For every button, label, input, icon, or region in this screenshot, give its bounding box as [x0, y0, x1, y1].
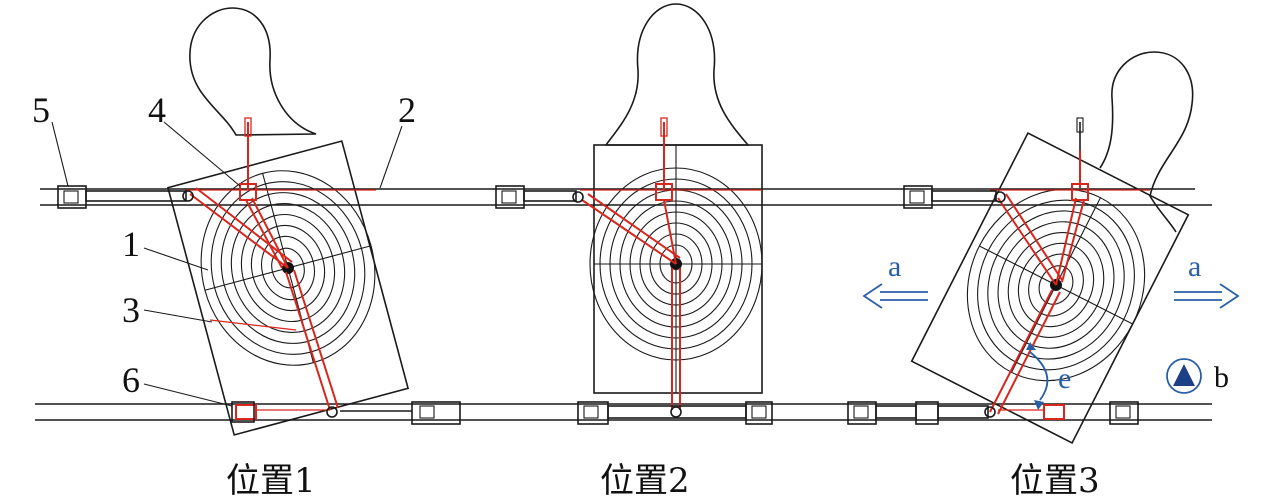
view-symbol-b — [1166, 358, 1202, 394]
right-direction-arrow — [1174, 283, 1240, 309]
direction-label-right: a — [1188, 250, 1201, 283]
rotation-label-e: e — [1058, 362, 1071, 395]
left-direction-arrow — [862, 283, 928, 309]
part-label-1: 1 — [122, 224, 140, 264]
lower-rail — [35, 403, 1212, 421]
linkage-2 — [580, 117, 762, 410]
silhouette-head-2 — [604, 3, 750, 146]
part-label-5: 5 — [32, 90, 50, 130]
position-1-assembly — [57, 7, 461, 436]
caption-position-2: 位置2 — [600, 461, 690, 501]
leader-lines — [51, 121, 403, 407]
caption-position-3: 位置3 — [1010, 461, 1100, 501]
linkage-3 — [989, 117, 1150, 420]
direction-label-left: a — [888, 250, 901, 283]
part-label-6: 6 — [122, 360, 140, 400]
view-label-b: b — [1214, 361, 1229, 394]
rotation-arrow-e — [1029, 351, 1049, 401]
part-label-4: 4 — [148, 90, 166, 130]
silhouette-head-1 — [189, 7, 317, 136]
part-label-3: 3 — [122, 290, 140, 330]
position-2-assembly — [495, 3, 773, 425]
linkage-1 — [185, 117, 376, 420]
target-board-3 — [910, 132, 1190, 444]
caption-position-1: 位置1 — [226, 461, 316, 501]
position-3-assembly — [847, 51, 1194, 444]
part-label-2: 2 — [398, 90, 416, 130]
